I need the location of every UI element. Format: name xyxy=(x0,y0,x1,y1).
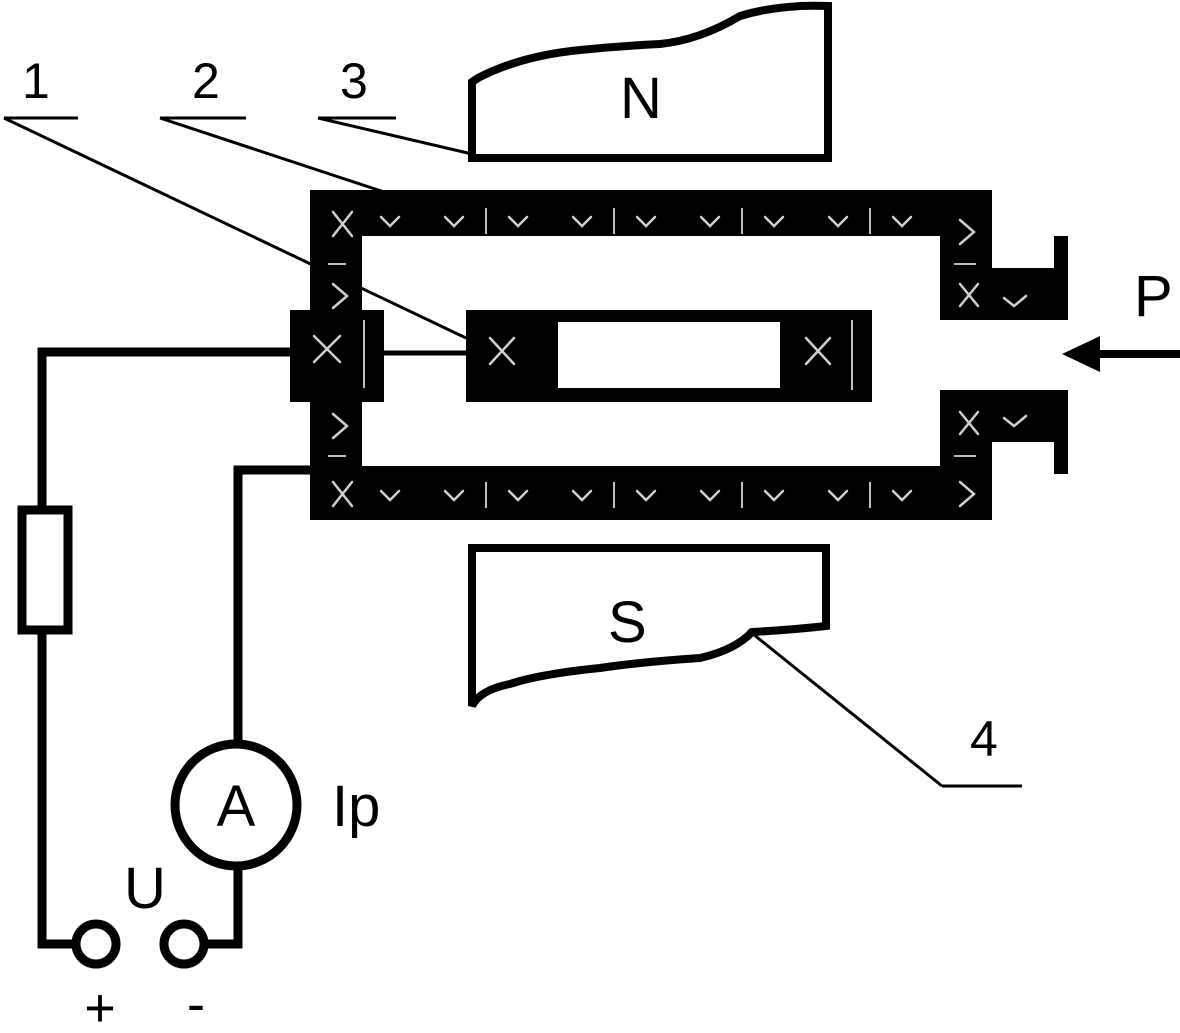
callout-1: 1 xyxy=(22,53,50,109)
wall-mark xyxy=(635,215,657,228)
current-label: Ip xyxy=(332,774,380,839)
terminal-plus xyxy=(71,919,121,969)
chamber-wall-marks xyxy=(312,208,1028,508)
wall-mark xyxy=(827,215,849,228)
wall-mark xyxy=(443,215,465,228)
wall-mark xyxy=(699,215,721,228)
callout-2: 2 xyxy=(192,53,220,109)
ammeter-label: A xyxy=(217,774,256,839)
wall-mark xyxy=(827,489,849,502)
terminal-minus-label: - xyxy=(187,974,205,1033)
ammeter-wire-top xyxy=(233,465,317,749)
voltage-label: U xyxy=(124,856,166,921)
wall-mark xyxy=(571,215,593,228)
wall-mark xyxy=(635,489,657,502)
supply-wire-bottom-left xyxy=(37,625,81,949)
wall-mark xyxy=(379,489,401,502)
wall-mark xyxy=(443,489,465,502)
wall-mark xyxy=(699,489,721,502)
callout-4: 4 xyxy=(970,711,998,767)
wall-mark xyxy=(507,215,529,228)
north-magnet-label: N xyxy=(620,66,662,131)
wall-mark xyxy=(763,489,785,502)
wall-mark xyxy=(891,215,913,228)
south-magnet-label: S xyxy=(608,590,647,655)
wall-mark xyxy=(379,215,401,228)
ammeter xyxy=(170,739,302,871)
terminal-plus-label: + xyxy=(84,978,116,1033)
wall-mark xyxy=(571,489,593,502)
wall-mark xyxy=(763,215,785,228)
wall-mark xyxy=(891,489,913,502)
sensing-element xyxy=(466,310,872,402)
pressure-arrow xyxy=(1062,336,1180,372)
resistor xyxy=(17,505,73,635)
north-magnet xyxy=(468,1,832,162)
terminal-minus xyxy=(159,919,209,969)
supply-wire-left xyxy=(37,347,295,515)
pressure-label: P xyxy=(1134,264,1173,329)
south-magnet xyxy=(468,544,830,709)
callout-3: 3 xyxy=(340,53,368,109)
ammeter-wire-bottom xyxy=(199,861,243,949)
callout-leaders xyxy=(3,116,1022,788)
wall-mark xyxy=(507,489,529,502)
